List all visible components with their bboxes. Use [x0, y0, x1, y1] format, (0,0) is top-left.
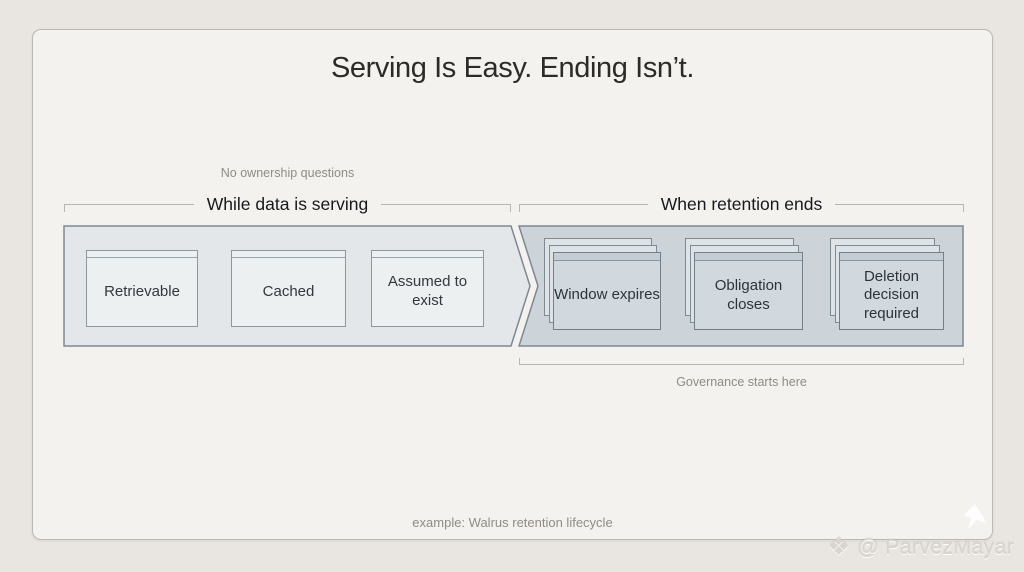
serving-annotation: No ownership questions	[220, 166, 355, 180]
card-deletion-decision-required: Deletion decision required	[839, 252, 944, 330]
card-stack-obligation-closes: Obligation closes	[685, 238, 803, 330]
card-stack-deletion-decision: Deletion decision required	[830, 238, 944, 330]
watermark-handle: @ ParvezMayar	[856, 534, 1014, 559]
footer-note: example: Walrus retention lifecycle	[412, 515, 613, 530]
governance-bracket	[519, 358, 964, 365]
bracket-line-left	[64, 204, 194, 212]
card-assumed-to-exist: Assumed to exist	[371, 250, 484, 327]
governance-annotation: Governance starts here	[676, 375, 807, 389]
card-cached: Cached	[231, 250, 346, 327]
card-window-expires: Window expires	[553, 252, 661, 330]
bracket-line-right	[835, 204, 964, 212]
card-label: Cached	[262, 282, 315, 300]
card-label: Retrievable	[104, 282, 180, 300]
card-label: Deletion decision required	[863, 268, 920, 322]
serving-phase-label: While data is serving	[206, 194, 369, 214]
card-label: Obligation closes	[714, 277, 783, 313]
diamond-icon: ❖	[827, 532, 850, 561]
bracket-line-left	[519, 204, 648, 212]
process-band	[63, 225, 964, 347]
card-header-line	[232, 257, 345, 258]
card-obligation-closes: Obligation closes	[694, 252, 803, 330]
card-label: Window expires	[554, 286, 660, 304]
slide-title: Serving Is Easy. Ending Isn’t.	[330, 52, 695, 84]
card-label: Assumed to exist	[387, 273, 468, 309]
watermark: ❖ @ ParvezMayar	[828, 533, 1014, 561]
retention-phase-bracket: When retention ends	[519, 192, 964, 218]
slide-panel: Serving Is Easy. Ending Isn’t. No owners…	[32, 29, 993, 540]
serving-phase-bracket: While data is serving	[64, 192, 511, 218]
card-header-line	[372, 257, 483, 258]
card-stack-window-expires: Window expires	[544, 238, 661, 330]
card-retrievable: Retrievable	[86, 250, 198, 327]
bracket-line-right	[381, 204, 511, 212]
retention-phase-label: When retention ends	[660, 194, 823, 214]
card-header-line	[87, 257, 197, 258]
